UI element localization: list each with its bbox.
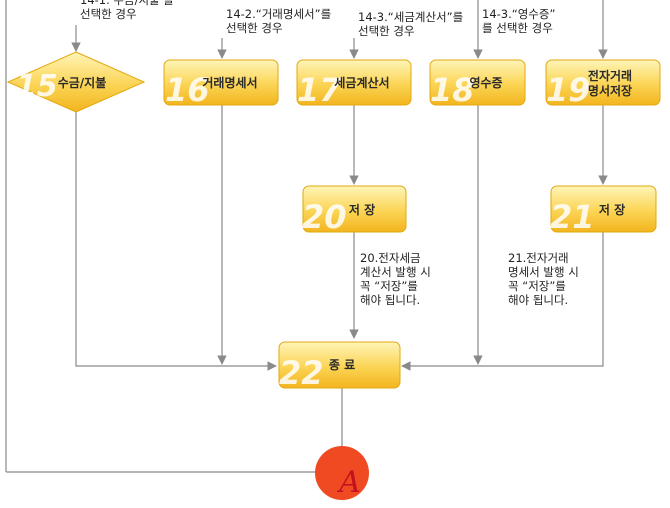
node-label: 세금계산서 xyxy=(334,75,389,90)
node-17-tax-invoice: 17 세금계산서 xyxy=(296,59,412,109)
node-label-line2: 명서저장 xyxy=(588,83,632,98)
note-21: 21.전자거래 명세서 발행 시 꼭 “저장”를 해야 됩니다. xyxy=(508,251,579,307)
node-number: 16 xyxy=(165,71,210,109)
node-21-save: 21 저 장 xyxy=(550,185,657,236)
node-label: 종 료 xyxy=(329,358,355,372)
node-label-line1: 전자거래 xyxy=(588,68,632,83)
node-label: 수금/지불 xyxy=(58,75,107,90)
note-20: 20.전자세금 계산서 발행 시 꼭 “저장”를 해야 됩니다. xyxy=(360,251,431,307)
node-number: 20 xyxy=(302,198,347,236)
node-number: 19 xyxy=(546,71,591,109)
arrow-21-to-22 xyxy=(401,232,604,371)
node-number: 21 xyxy=(550,198,595,236)
node-number: 17 xyxy=(297,71,342,109)
node-16-transaction-statement: 16 거래명세서 xyxy=(163,59,279,109)
note-14-3-tax: 14-3.“세금계산서”를 선택한 경우 xyxy=(358,10,464,38)
node-19-e-transaction-save: 19 전자거래 명서저장 xyxy=(545,59,661,109)
note-14-2: 14-2.“거래명세서”를 선택한 경우 xyxy=(226,7,332,35)
node-15-receipt-payment: 15 수금/지불 xyxy=(6,51,146,113)
connector-A: A xyxy=(315,446,369,500)
node-18-receipt: 18 영수증 xyxy=(429,59,526,109)
node-label: 영수증 xyxy=(469,75,502,90)
note-14-1: 14-1. 수금/지불 을 선택한 경우 xyxy=(80,0,174,21)
node-label: 거래명세서 xyxy=(202,75,257,90)
node-22-end: 22 종 료 xyxy=(278,341,401,392)
note-14-3-receipt: 14-3.“영수증” 를 선택한 경우 xyxy=(482,7,556,35)
connector-label: A xyxy=(336,465,361,500)
connector-lines xyxy=(5,0,608,473)
node-number: 15 xyxy=(16,69,58,104)
node-20-save: 20 저 장 xyxy=(302,185,407,236)
node-number: 18 xyxy=(430,71,475,109)
node-label: 저 장 xyxy=(599,202,625,217)
node-number: 22 xyxy=(279,354,324,392)
arrow-15-to-22 xyxy=(75,112,277,371)
node-label: 저 장 xyxy=(349,202,375,217)
